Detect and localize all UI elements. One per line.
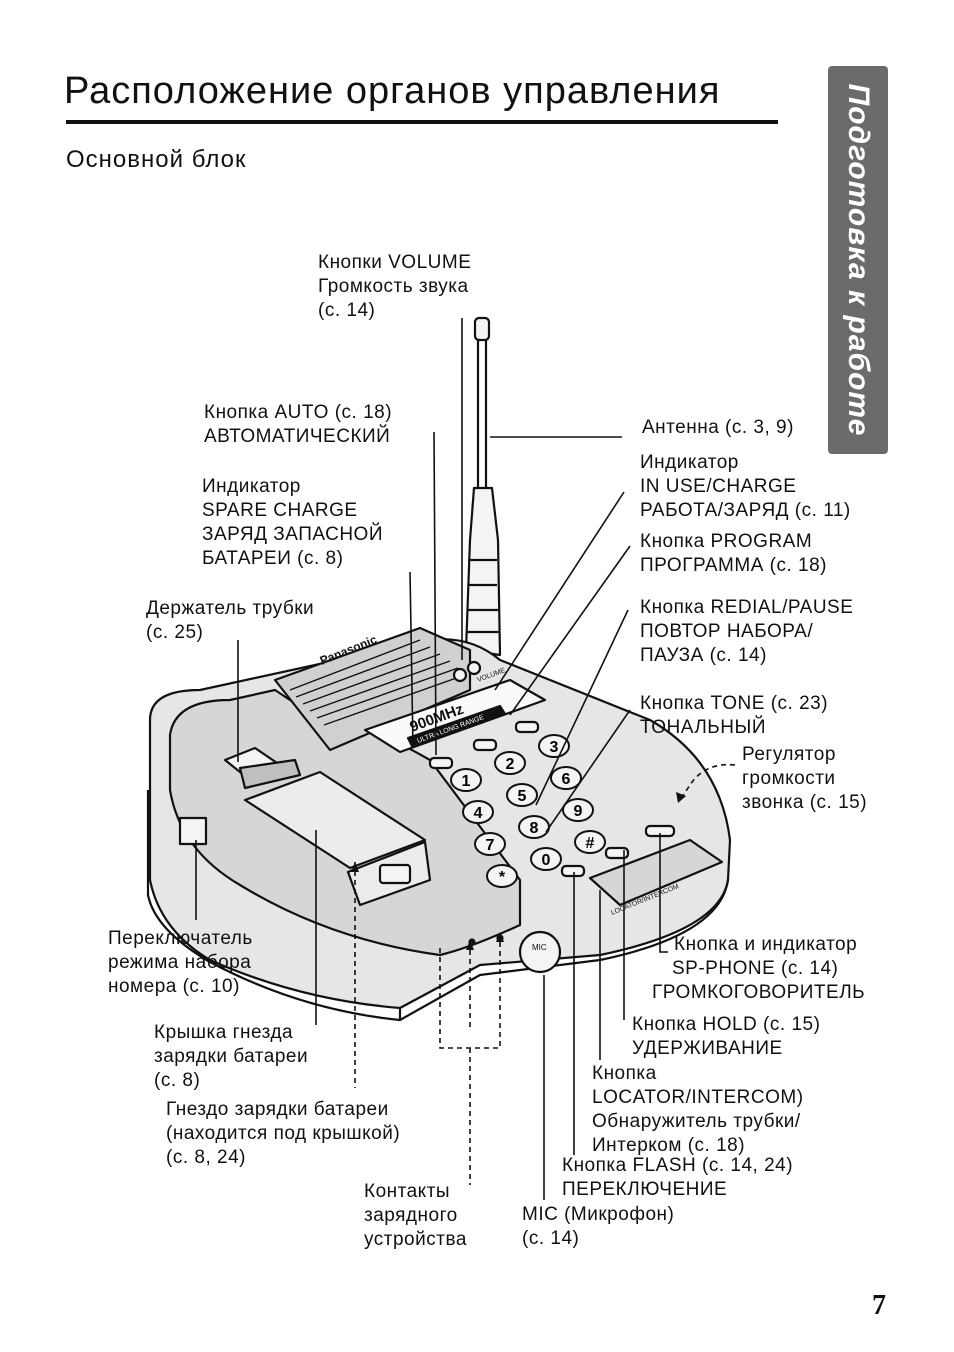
keypad: 1 2 3 4 5 6 7 8 9 * 0 # <box>450 734 606 888</box>
label-auto: Кнопка AUTO (с. 18)АВТОМАТИЧЕСКИЙ <box>204 402 393 447</box>
display-panel <box>363 678 547 754</box>
label-battery-socket: Гнездо зарядки батареи(находится под кры… <box>166 1099 401 1168</box>
label-antenna: Антенна (с. 3, 9) <box>642 417 794 438</box>
keypad-key-hash: # <box>574 830 606 854</box>
leader-sp-phone <box>659 833 668 953</box>
svg-text:7: 7 <box>486 837 495 854</box>
page-number: 7 <box>872 1290 886 1321</box>
label-hold: Кнопка HOLD (с. 15)УДЕРЖИВАНИЕ <box>632 1014 821 1059</box>
function-buttons <box>428 720 676 878</box>
leader-tone <box>545 709 631 833</box>
keypad-key-2: 2 <box>494 751 526 775</box>
volume-buttons <box>452 660 482 683</box>
svg-text:9: 9 <box>574 803 583 820</box>
leader-redial-pause <box>535 609 629 806</box>
svg-text:4: 4 <box>474 805 483 822</box>
keypad-key-6: 6 <box>550 766 582 790</box>
svg-text:6: 6 <box>562 771 571 788</box>
keypad-key-7: 7 <box>474 832 506 856</box>
antenna <box>464 316 502 657</box>
title-rule <box>66 120 778 124</box>
dial-mode-switch <box>178 816 208 846</box>
keypad-key-4: 4 <box>462 800 494 824</box>
label-flash: Кнопка FLASH (с. 14, 24)ПЕРЕКЛЮЧЕНИЕ <box>562 1155 794 1200</box>
label-tone: Кнопка TONE (с. 23)ТОНАЛЬНЫЙ <box>640 693 829 738</box>
mic-tag: MIC <box>532 943 547 952</box>
svg-text:2: 2 <box>506 756 515 773</box>
keypad-key-8: 8 <box>518 815 550 839</box>
label-handset-holder: Держатель трубки(с. 25) <box>146 598 315 643</box>
svg-text:*: * <box>499 869 506 886</box>
svg-text:#: # <box>586 835 595 852</box>
keypad-key-0: 0 <box>530 847 562 871</box>
keypad-key-star: * <box>486 864 518 888</box>
locator-window <box>588 838 724 907</box>
keypad-key-1: 1 <box>450 768 482 792</box>
svg-text:8: 8 <box>530 820 539 837</box>
section-side-tab: Подготовка к работе <box>828 66 888 454</box>
speaker-grille <box>273 626 472 752</box>
section-subtitle: Основной блок <box>66 146 247 173</box>
svg-text:3: 3 <box>550 739 559 756</box>
leader-auto <box>433 431 437 756</box>
label-mic: MIC (Микрофон)(с. 14) <box>522 1204 675 1249</box>
svg-text:1: 1 <box>462 773 471 790</box>
svg-text:5: 5 <box>518 788 527 805</box>
keypad-key-5: 5 <box>506 783 538 807</box>
keypad-key-9: 9 <box>562 798 594 822</box>
leader-spare-charge <box>409 571 414 749</box>
leader-in-use-charge <box>494 491 625 691</box>
svg-text:0: 0 <box>542 852 551 869</box>
page-title: Расположение органов управления <box>64 70 721 112</box>
mic-port <box>518 930 562 974</box>
leader-ringer-volume <box>679 763 736 801</box>
leader-program <box>509 545 631 716</box>
